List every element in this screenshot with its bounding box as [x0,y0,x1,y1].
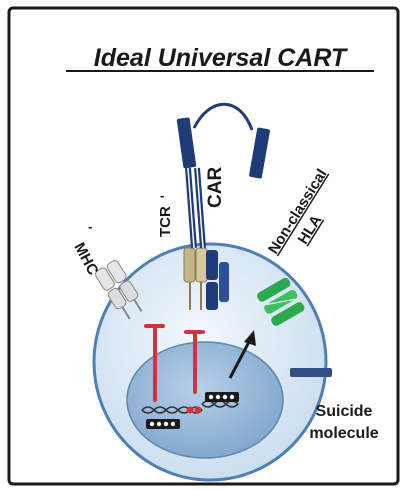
car-label: CAR [205,167,226,208]
gene-block-left [146,419,180,429]
tcr-knockout-superscript: - [160,188,164,203]
suicide-label-line2: molecule [309,425,378,442]
diagram-title: Ideal Universal CART [94,44,349,72]
gene-block-right [205,392,239,402]
svg-text:CAR: CAR [205,167,226,208]
svg-text:TCR: TCR [157,206,174,237]
suicide-molecule-icon [290,368,332,377]
tcr-label: TCR [157,206,174,237]
suicide-label-line1: Suicide [316,403,373,420]
mhc-knockout-superscript: - [88,219,92,234]
